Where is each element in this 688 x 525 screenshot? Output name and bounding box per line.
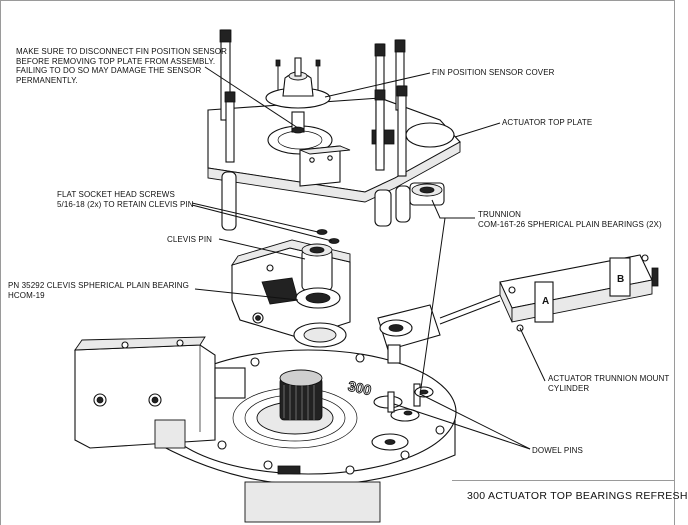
- trunnion-line-1: TRUNNION: [478, 210, 522, 219]
- base-pedestal: [244, 481, 381, 523]
- sheet-border-top: [0, 0, 675, 1]
- base-engraving: 300: [347, 378, 373, 399]
- sensor-cover-label: FIN POSITION SENSOR COVER: [432, 68, 555, 78]
- sheet-border-right: [674, 0, 675, 525]
- trunnion-label: TRUNNION COM-16T-26 SPHERICAL PLAIN BEAR…: [478, 210, 662, 229]
- clevis-spherical-bearing: [293, 287, 347, 348]
- top-plate-bolts: [219, 29, 408, 177]
- cylinder-end-b-marking: B: [617, 274, 624, 285]
- leader-lines: [191, 66, 546, 450]
- drawing-title: 300 ACTUATOR TOP BEARINGS REFRESH: [467, 490, 688, 502]
- cylinder-line-1: ACTUATOR TRUNNION MOUNT: [548, 374, 670, 383]
- actuator-top-plate: [207, 97, 461, 231]
- clevis-pin: [301, 243, 333, 291]
- trunnion-spherical-bearing: [409, 182, 445, 206]
- sensor-cover-line-1: FIN POSITION SENSOR COVER: [432, 68, 555, 77]
- dowel-pins-label: DOWEL PINS: [532, 446, 583, 456]
- actuator-trunnion-mount-cylinder: [439, 254, 659, 332]
- screws-line-1: FLAT SOCKET HEAD SCREWS: [57, 190, 175, 199]
- sensor-warning-note: MAKE SURE TO DISCONNECT FIN POSITION SEN…: [16, 47, 227, 85]
- cylinder-line-2: CYLINDER: [548, 383, 590, 393]
- sensor-warning-line-1: MAKE SURE TO DISCONNECT FIN POSITION SEN…: [16, 47, 227, 56]
- top-plate-line-1: ACTUATOR TOP PLATE: [502, 118, 593, 127]
- cylinder-end-a-marking: A: [542, 296, 549, 307]
- clevis-bearing-line-2: HCOM-19: [8, 290, 45, 300]
- sensor-warning-line-3: FAILING TO DO SO MAY DAMAGE THE SENSOR: [16, 66, 202, 75]
- title-block-divider: [452, 480, 675, 481]
- sensor-warning-line-2: BEFORE REMOVING TOP PLATE FROM ASSEMBLY.: [16, 56, 216, 66]
- gearbox-housing: [74, 336, 246, 449]
- cylinder-label: ACTUATOR TRUNNION MOUNT CYLINDER: [548, 374, 669, 393]
- sheet-border-left: [0, 0, 1, 525]
- trunnion-block: [377, 304, 441, 364]
- clevis-pin-label: CLEVIS PIN: [167, 235, 212, 245]
- dowel-pins-line-1: DOWEL PINS: [532, 446, 583, 455]
- top-plate-label: ACTUATOR TOP PLATE: [502, 118, 592, 128]
- screws-label: FLAT SOCKET HEAD SCREWS 5/16-18 (2x) TO …: [57, 190, 194, 209]
- screws-line-2: 5/16-18 (2x) TO RETAIN CLEVIS PIN: [57, 199, 194, 209]
- clevis-bearing-label: PN 35292 CLEVIS SPHERICAL PLAIN BEARING …: [8, 281, 189, 300]
- fin-position-sensor-cover: [265, 57, 331, 134]
- clevis-pin-line-1: CLEVIS PIN: [167, 235, 213, 244]
- base-nameplate: [277, 465, 301, 475]
- trunnion-line-2: COM-16T-26 SPHERICAL PLAIN BEARINGS (2X): [478, 219, 662, 229]
- sensor-warning-line-4: PERMANENTLY.: [16, 75, 78, 85]
- clevis-bearing-line-1: PN 35292 CLEVIS SPHERICAL PLAIN BEARING: [8, 281, 190, 290]
- flat-socket-head-screws: [316, 229, 340, 244]
